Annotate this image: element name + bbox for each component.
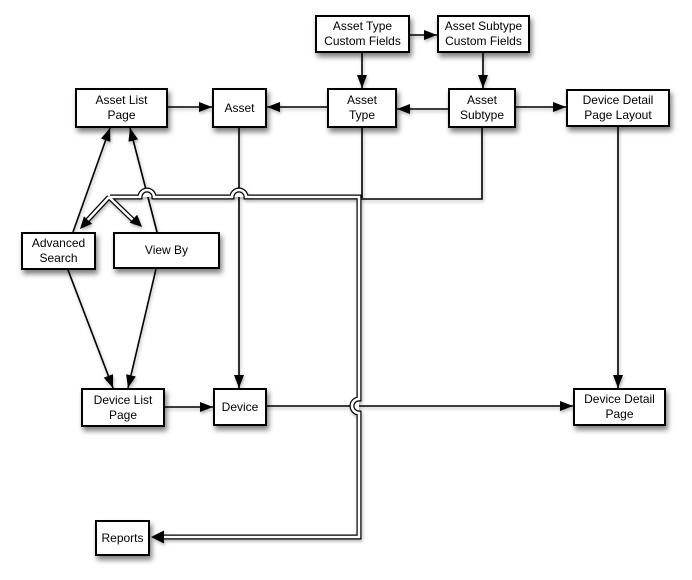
edge-advanced-search-to-asset-list-page [72, 127, 111, 233]
node-advanced-search: Advanced Search [21, 232, 96, 270]
node-view-by: View By [113, 232, 220, 269]
node-asset-type-label: Asset Type [346, 93, 377, 122]
double-connector-core [83, 188, 361, 539]
node-device-detail-page-layout: Device Detail Page Layout [566, 89, 670, 127]
edge-asset-subtype-down-stub [361, 128, 483, 200]
node-advanced-search-label: Advanced Search [31, 236, 86, 265]
node-device-detail-page: Device Detail Page [573, 388, 666, 426]
double-branch-advanced-search-core [83, 196, 110, 225]
arrowhead-to-advanced-search [80, 216, 93, 229]
node-asset-type-custom-fields-label: Asset Type Custom Fields [324, 19, 401, 48]
node-asset-list-page: Asset List Page [75, 88, 168, 128]
node-asset-list-page-label: Asset List Page [95, 93, 148, 122]
edge-advanced-search-to-device-list-page [67, 269, 114, 389]
node-device-list-page: Device List Page [81, 388, 165, 427]
node-reports: Reports [95, 520, 150, 556]
node-asset-subtype-custom-fields-label: Asset Subtype Custom Fields [444, 19, 523, 48]
node-device: Device [213, 388, 267, 426]
edge-view-by-to-device-list-page [126, 268, 157, 389]
double-connector-arrowheads [80, 214, 164, 544]
node-device-detail-page-layout-label: Device Detail Page Layout [582, 93, 654, 122]
node-asset-subtype: Asset Subtype [448, 88, 516, 128]
double-main-path-core [110, 188, 361, 539]
node-asset-label: Asset [224, 100, 255, 115]
node-asset-subtype-label: Asset Subtype [459, 93, 505, 122]
node-device-detail-page-label: Device Detail Page [584, 392, 655, 421]
node-device-list-page-label: Device List Page [93, 392, 153, 422]
arrowhead-to-view-by [129, 214, 142, 227]
node-asset: Asset [212, 88, 267, 128]
edge-view-by-to-asset-list-page [128, 127, 158, 233]
node-asset-type: Asset Type [327, 88, 397, 128]
node-device-label: Device [221, 399, 259, 414]
double-branch-view-by-core [108, 196, 137, 224]
node-view-by-label: View By [144, 243, 189, 257]
hop-fillers [140, 190, 359, 413]
arrowhead-to-reports [151, 530, 164, 544]
node-asset-subtype-custom-fields: Asset Subtype Custom Fields [437, 15, 530, 53]
node-reports-label: Reports [101, 530, 144, 545]
node-asset-type-custom-fields: Asset Type Custom Fields [315, 15, 410, 53]
single-edges [67, 30, 623, 412]
